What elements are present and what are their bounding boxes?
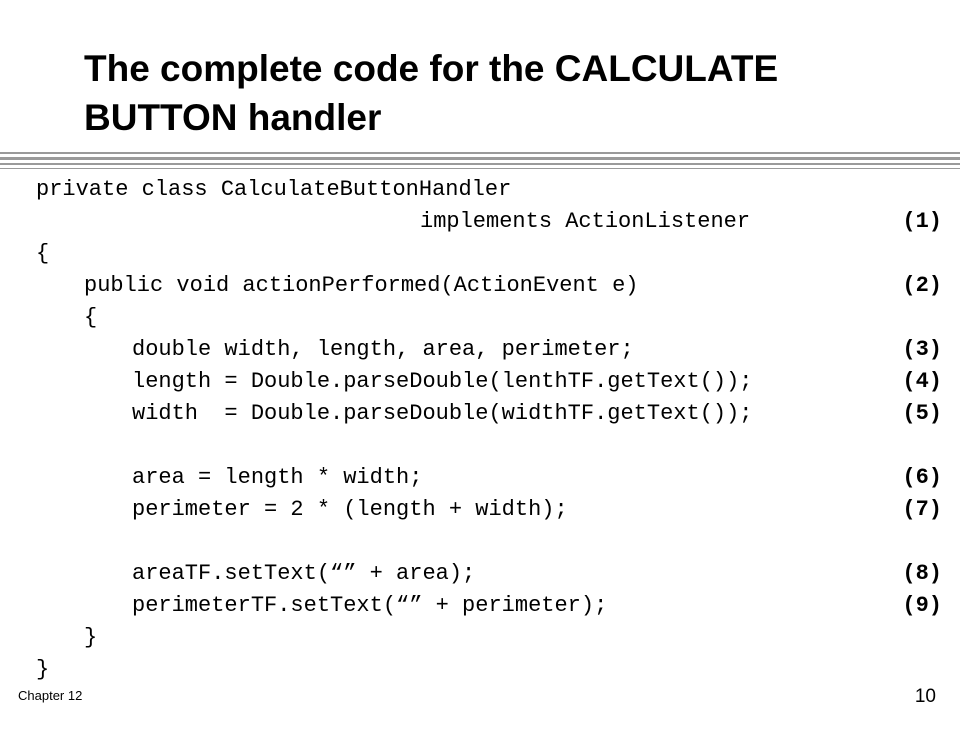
- step-number: (3): [902, 337, 942, 362]
- title-divider-line: [0, 168, 960, 169]
- footer-page-number: 10: [914, 686, 936, 707]
- step-number: (7): [902, 497, 942, 522]
- step-number: (1): [902, 209, 942, 234]
- title-divider-line: [0, 157, 960, 160]
- code-line: width = Double.parseDouble(widthTF.getTe…: [36, 398, 948, 430]
- step-number: (5): [902, 401, 942, 426]
- code-text: double width, length, area, perimeter;: [132, 337, 634, 362]
- step-number: (4): [902, 369, 942, 394]
- footer-chapter-label: Chapter 12: [18, 688, 83, 703]
- code-line: {: [36, 238, 948, 270]
- code-line: length = Double.parseDouble(lenthTF.getT…: [36, 366, 948, 398]
- code-text: length = Double.parseDouble(lenthTF.getT…: [132, 369, 753, 394]
- code-line-blank: [36, 430, 948, 462]
- code-line: areaTF.setText(“” + area); (8): [36, 558, 948, 590]
- code-text: area = length * width;: [132, 465, 423, 490]
- code-line: perimeter = 2 * (length + width); (7): [36, 494, 948, 526]
- code-line: double width, length, area, perimeter; (…: [36, 334, 948, 366]
- code-text: {: [84, 305, 98, 330]
- step-number: (9): [902, 593, 942, 618]
- code-text: public void actionPerformed(ActionEvent …: [84, 273, 639, 298]
- code-line: }: [36, 622, 948, 654]
- code-text: areaTF.setText(“” + area);: [132, 561, 476, 586]
- code-line: {: [36, 302, 948, 334]
- code-line: implements ActionListener (1): [36, 206, 948, 238]
- title-divider-line: [0, 163, 960, 165]
- code-text: {: [36, 241, 50, 266]
- code-line-blank: [36, 526, 948, 558]
- code-line: }: [36, 654, 948, 686]
- code-text: width = Double.parseDouble(widthTF.getTe…: [132, 401, 753, 426]
- code-text: perimeter = 2 * (length + width);: [132, 497, 568, 522]
- code-line: public void actionPerformed(ActionEvent …: [36, 270, 948, 302]
- code-text: private class CalculateButtonHandler: [36, 177, 512, 202]
- code-line: private class CalculateButtonHandler: [36, 174, 948, 206]
- slide-title: The complete code for the CALCULATE BUTT…: [84, 48, 779, 138]
- code-listing: private class CalculateButtonHandler imp…: [36, 174, 948, 686]
- step-number: (8): [902, 561, 942, 586]
- code-text: }: [36, 657, 50, 682]
- code-text: implements ActionListener: [420, 209, 751, 234]
- code-line: perimeterTF.setText(“” + perimeter); (9): [36, 590, 948, 622]
- code-text: }: [84, 625, 98, 650]
- title-divider-line: [0, 152, 960, 154]
- step-number: (2): [902, 273, 942, 298]
- code-line: area = length * width; (6): [36, 462, 948, 494]
- step-number: (6): [902, 465, 942, 490]
- code-text: perimeterTF.setText(“” + perimeter);: [132, 593, 608, 618]
